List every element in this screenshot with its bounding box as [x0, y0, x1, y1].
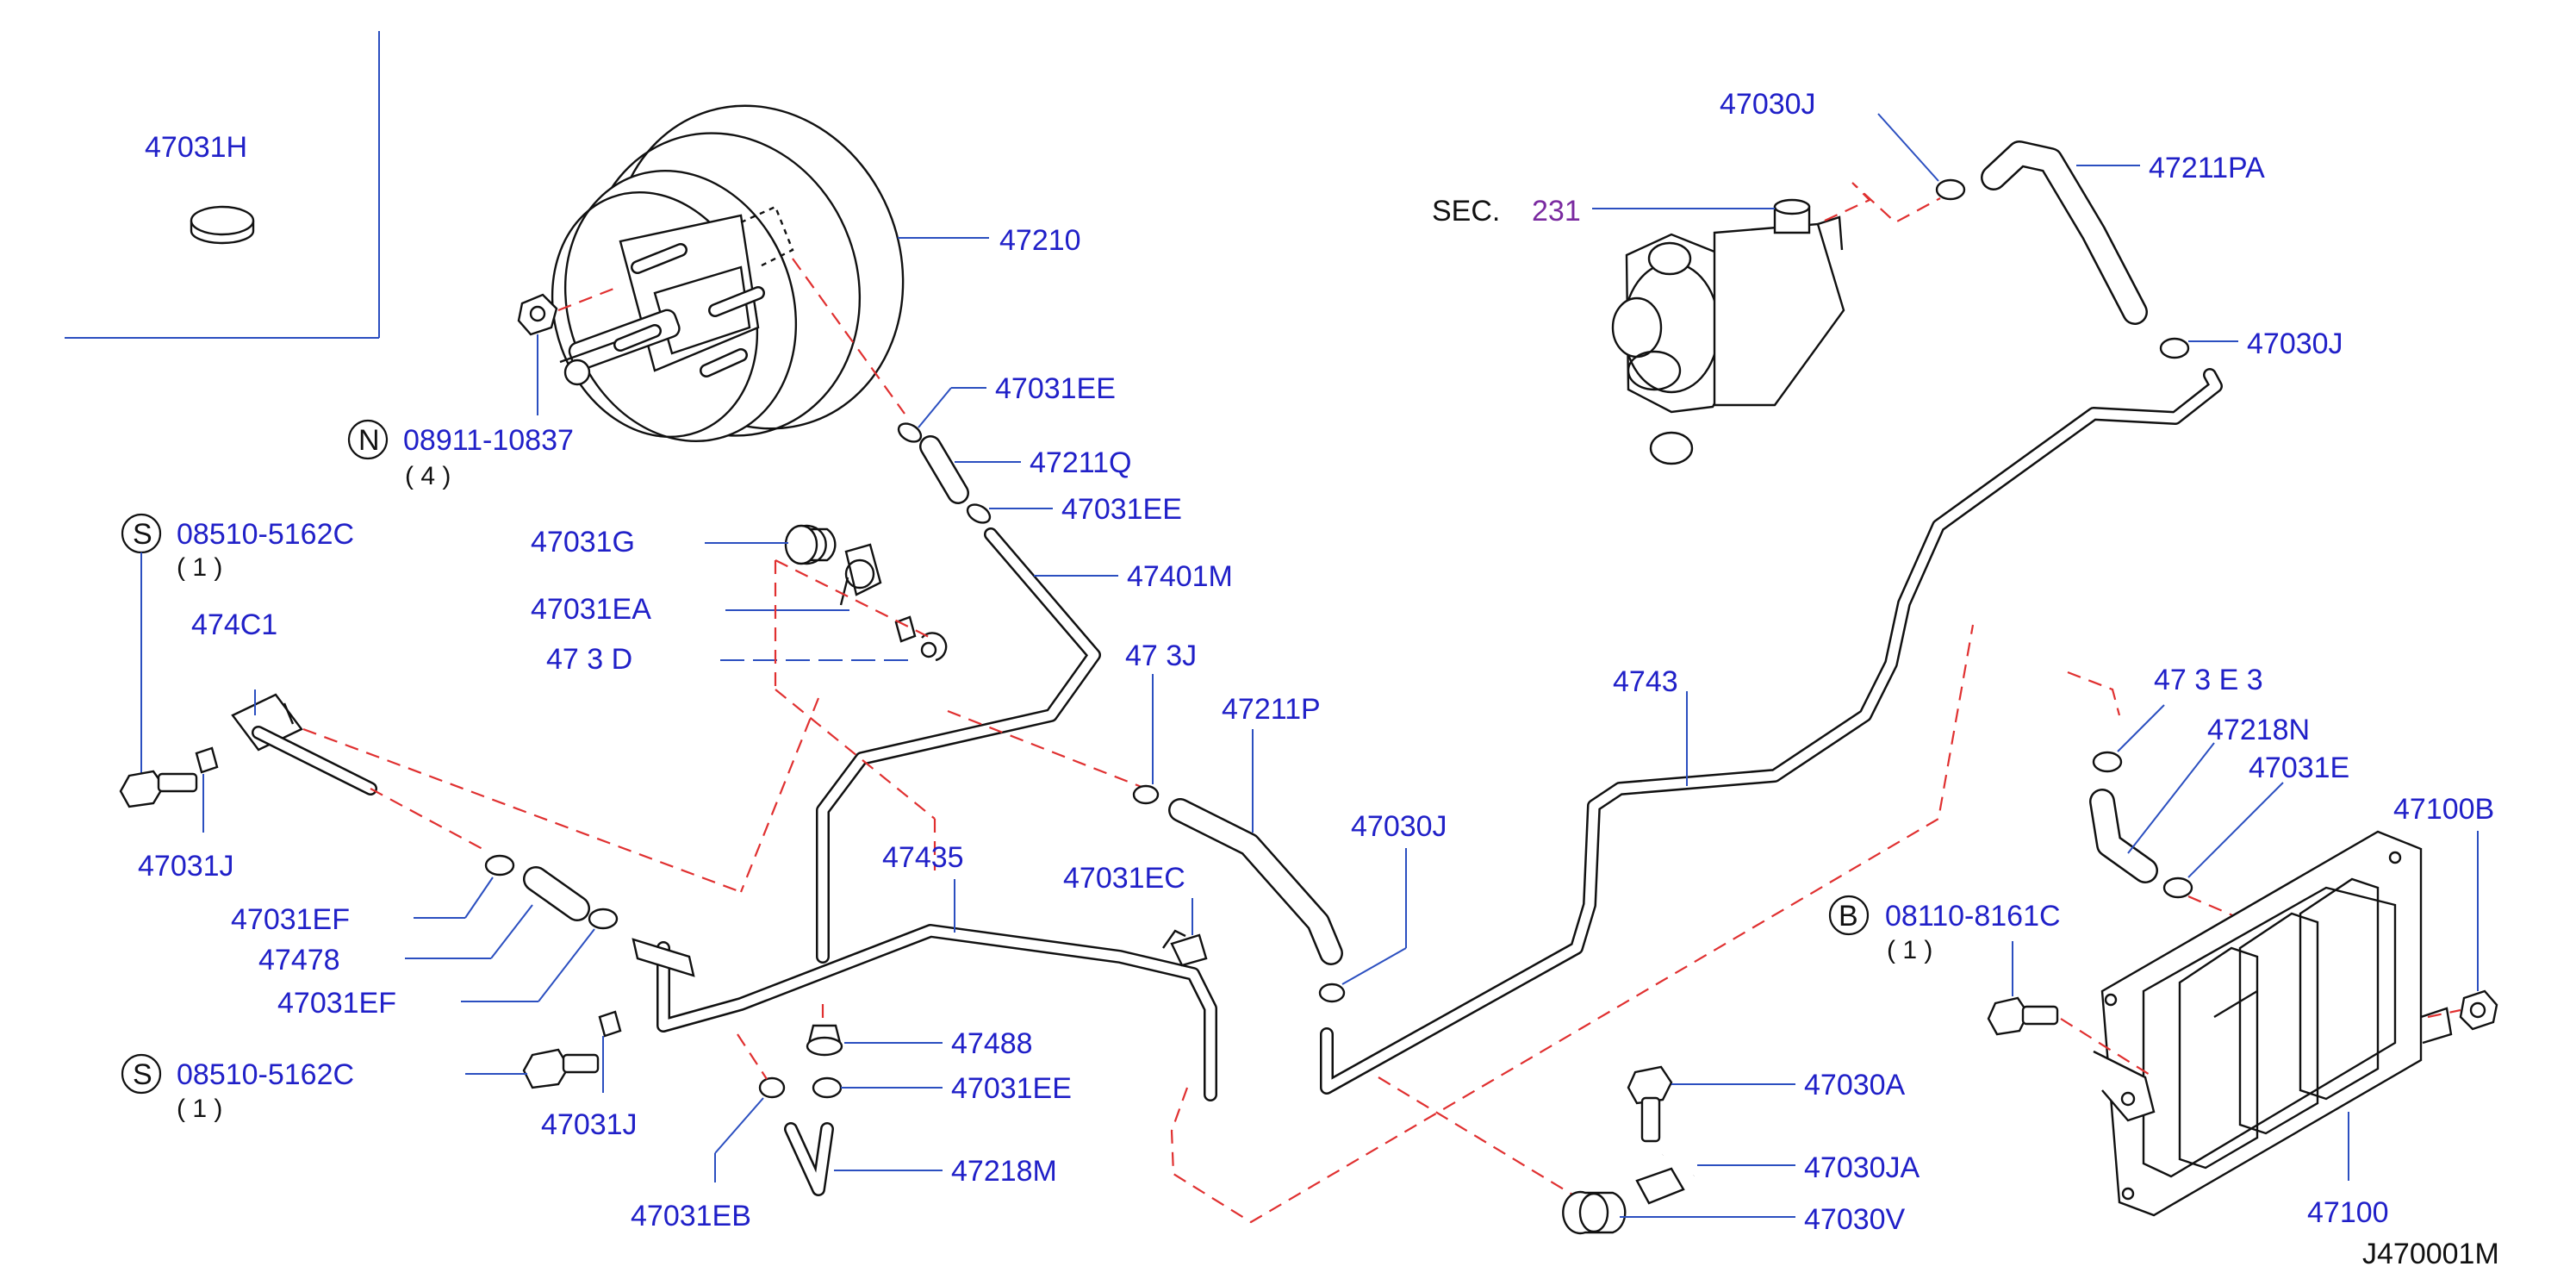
clamp-47031ef-a — [484, 854, 515, 877]
clamp-47030j-b — [1318, 983, 1346, 1003]
marker-s-1-letter: S — [133, 518, 152, 551]
label-47211p: 47211P — [1222, 693, 1321, 726]
clamp-47031ee-b — [966, 503, 992, 524]
clip-47031j-b — [598, 1010, 622, 1038]
nut-47100b — [2459, 989, 2498, 1031]
label-47031eb: 47031EB — [631, 1200, 751, 1232]
label-47031e-partial: 47 3 E 3 — [2154, 664, 2263, 696]
label-47031h: 47031H — [145, 131, 247, 164]
plug-47031h — [190, 205, 255, 245]
clamp-47031e-a — [2092, 751, 2123, 773]
qty-08911-10837: ( 4 ) — [405, 462, 451, 490]
label-47030j-partial: 47 3J — [1125, 640, 1197, 672]
label-47031e: 47031E — [2249, 752, 2349, 784]
hose-47218n — [2089, 789, 2158, 883]
clamp-47031ea — [839, 543, 882, 606]
qty-08510-b: ( 1 ) — [177, 1095, 222, 1123]
label-47218m: 47218M — [951, 1155, 1057, 1188]
grommet-47030v — [1562, 1190, 1627, 1235]
hose-47211pa — [1981, 140, 2148, 325]
tube-47401m — [816, 527, 1101, 964]
label-47100b: 47100B — [2393, 793, 2494, 826]
qty-08510-a: ( 1 ) — [177, 553, 222, 582]
label-47030v: 47030V — [1804, 1203, 1906, 1236]
marker-n-letter: N — [358, 424, 380, 457]
hose-47211q — [919, 435, 969, 504]
label-47435: 47435 — [882, 841, 964, 874]
marker-b-letter: B — [1839, 900, 1858, 933]
clamp-47031ee-a — [897, 422, 923, 443]
label-47218n: 47218N — [2207, 714, 2310, 746]
marker-n — [347, 419, 389, 460]
marker-s-2-letter: S — [133, 1058, 152, 1091]
label-47031ef-a: 47031EF — [231, 903, 350, 936]
label-47437-partial: 4743 — [1613, 665, 1678, 698]
label-47031ea: 47031EA — [531, 593, 651, 626]
label-08110: 08110-8161C — [1885, 900, 2061, 933]
bolt-47030a — [1627, 1065, 1673, 1143]
clip-47031j-a — [195, 746, 219, 774]
label-47478: 47478 — [258, 944, 340, 976]
label-08510-b: 08510-5162C — [177, 1058, 354, 1091]
tube-47435 — [632, 924, 1217, 1101]
label-47401m: 47401M — [1127, 560, 1233, 593]
label-47031ef-b: 47031EF — [277, 987, 396, 1020]
clamp-47031ef-b — [588, 908, 619, 930]
diagram-id: J470001M — [2362, 1238, 2499, 1270]
hose-47211p — [1168, 798, 1343, 965]
clamp-47030j-top — [1935, 178, 1966, 201]
label-47030j-c: 47030J — [2247, 328, 2343, 360]
label-sec: SEC. — [1432, 195, 1500, 228]
label-47030ja: 47030JA — [1804, 1151, 1920, 1184]
bolt-08510-b — [522, 1048, 600, 1089]
label-47031j-a: 47031J — [138, 850, 234, 883]
qty-08110: ( 1 ) — [1887, 936, 1932, 964]
nut-08911-10837 — [517, 293, 558, 336]
tube-47437 — [1320, 368, 2223, 1095]
clamp-47030ja — [1635, 1141, 1702, 1205]
label-47211q: 47211Q — [1030, 446, 1131, 479]
label-47401-partial: 474C1 — [191, 608, 277, 641]
bracket-tube-47401 — [231, 693, 377, 795]
grommet-47031g — [784, 524, 837, 565]
connector-47488 — [806, 1024, 843, 1057]
brake-booster-47210 — [551, 104, 905, 442]
label-47210: 47210 — [999, 224, 1081, 257]
clamp-47031e-b — [2162, 877, 2193, 899]
label-47030j-top: 47030J — [1720, 88, 1816, 121]
label-47211pa: 47211PA — [2149, 152, 2265, 184]
label-47100: 47100 — [2307, 1196, 2389, 1229]
hose-47218m — [784, 1122, 834, 1196]
clamp-47030j-c — [2159, 337, 2190, 359]
label-47030a: 47030A — [1804, 1069, 1906, 1101]
label-47031g: 47031G — [531, 526, 635, 558]
clamp-47030j-a — [1132, 784, 1160, 805]
label-47488: 47488 — [951, 1027, 1033, 1060]
label-08911-10837: 08911-10837 — [403, 424, 574, 457]
hose-47478 — [523, 866, 590, 921]
clamp-47031ee-c — [812, 1076, 843, 1099]
label-47031ee-c: 47031EE — [951, 1072, 1072, 1105]
marker-b — [1828, 895, 1870, 936]
inset-frame — [65, 31, 380, 339]
bolt-08110-8161c — [1987, 996, 2059, 1036]
clamp-47031eb — [758, 1076, 786, 1099]
label-47031ee-a: 47031EE — [995, 372, 1116, 405]
label-sec-num: 231 — [1532, 195, 1581, 228]
canister-47100 — [2093, 830, 2453, 1217]
sec-231-component — [1611, 198, 1845, 465]
bolt-08510-a — [119, 770, 198, 808]
marker-s-2 — [121, 1053, 162, 1095]
label-47031d-partial: 47 3 D — [546, 643, 632, 676]
label-47031ec: 47031EC — [1063, 862, 1185, 895]
clip-47031ec — [1162, 929, 1208, 967]
label-08510-a: 08510-5162C — [177, 518, 354, 551]
label-47031j-b: 47031J — [541, 1108, 638, 1141]
label-47031ee-b: 47031EE — [1061, 493, 1182, 526]
label-47030j-b: 47030J — [1351, 810, 1447, 843]
